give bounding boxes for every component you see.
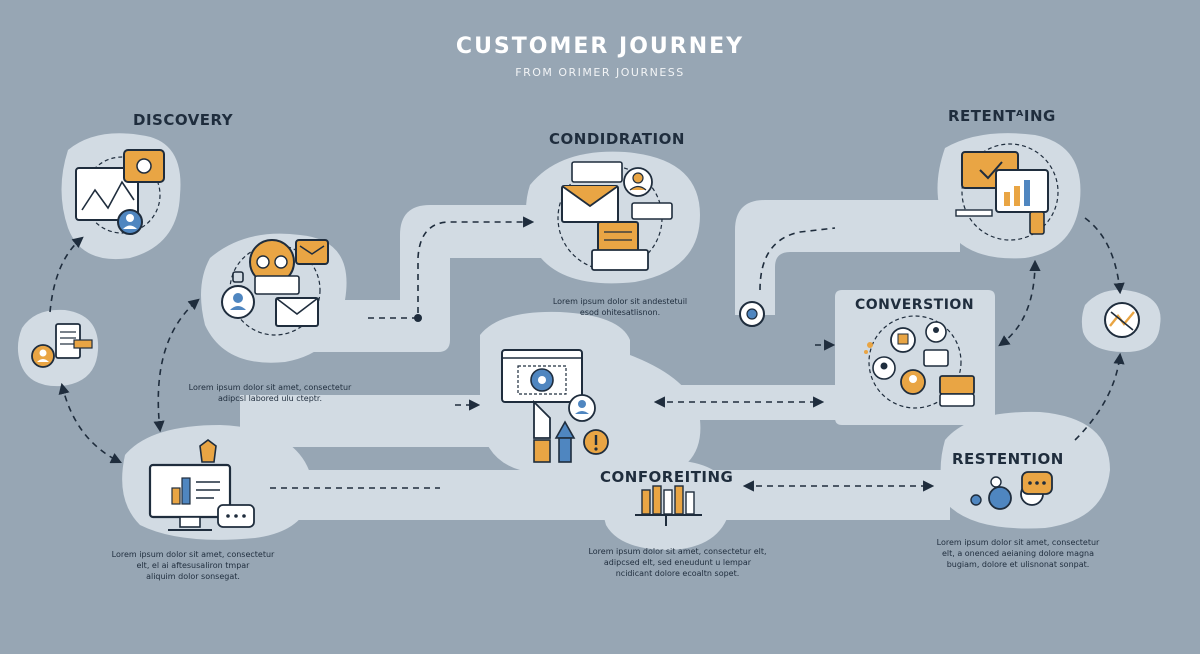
stage-label-comparing: CONFOREITING: [600, 468, 734, 486]
caption-line: Lorem ipsum dolor sit andestetuil: [552, 297, 688, 306]
caption-line: elt, a onenced aeianing dolore magna: [941, 549, 1095, 558]
flow-arrows: [49, 216, 1125, 492]
gear-icon: [739, 301, 765, 327]
caption-center-top: Lorem ipsum dolor sit andestetuil esod o…: [535, 296, 705, 318]
consideration-icon: [557, 161, 673, 271]
caption-bottom-right: Lorem ipsum dolor sit amet, consectetur …: [918, 537, 1118, 570]
caption-line: Lorem ipsum dolor sit amet, consectetur: [188, 383, 352, 392]
caption-line: elt, el ai aftesusaliron tmpar: [136, 561, 250, 570]
retention-blob: [940, 411, 1110, 529]
caption-bottom-left: Lorem ipsum dolor sit amet, consectetur …: [98, 549, 288, 582]
stage-label-discovery: DISCOVERY: [133, 111, 234, 129]
awareness-blob: [201, 233, 347, 363]
comparing-icon: [635, 485, 702, 526]
caption-line: adipcsed elt, sed eneudunt u lempar: [603, 558, 752, 567]
caption-line: Lorem ipsum dolor sit amet, consectetur: [936, 538, 1100, 547]
page-subtitle: FROM ORIMER JOURNESS: [515, 66, 685, 79]
arrow-retention-to-reward: [1074, 352, 1125, 441]
conversion-icon: [864, 315, 975, 409]
arrow-left-to-discovery: [49, 236, 84, 313]
bottom-left-icon: [148, 439, 255, 531]
caption-line: esod ohitesatlisnon.: [579, 308, 661, 317]
retention-icon: [970, 471, 1053, 510]
arrow-road-up: [759, 227, 836, 291]
arrow-awareness-to-consideration: [368, 216, 535, 319]
stage-label-retention: RESTENTION: [952, 450, 1064, 468]
awareness-icon: [221, 239, 329, 336]
stage-label-conversion: CONVERSTION: [855, 297, 975, 313]
caption-bottom-center: Lorem ipsum dolor sit amet, consectetur …: [570, 546, 785, 579]
stage-label-consideration: CONDIDRATION: [549, 130, 685, 148]
arrow-retention-top-to-reward: [1084, 217, 1125, 295]
decision-icon: [501, 349, 609, 463]
reward-icon: [1104, 302, 1140, 338]
arrow-left-to-bottom: [58, 382, 123, 464]
retention-top-icon: [955, 143, 1059, 241]
caption-line: adipcsl labored ulu cteptr.: [217, 394, 323, 403]
arrow-conversion-retention-top: [998, 259, 1041, 347]
caption-line: ncidicant dolore ecoaltn sopet.: [615, 569, 740, 578]
page-title: CUSTOMER JOURNEY: [455, 34, 745, 59]
left-node-icon: [31, 323, 93, 368]
stage-label-retention-top: RETENTᴬING: [948, 107, 1056, 125]
caption-line: Lorem ipsum dolor sit amet, consectetur …: [588, 547, 767, 556]
discovery-icon: [75, 149, 165, 235]
road-dot: [414, 314, 422, 322]
caption-line: bugiam, dolore et ulisnonat sonpat.: [946, 560, 1090, 569]
caption-line: aliquim dolor sonsegat.: [146, 572, 240, 581]
caption-left-mid: Lorem ipsum dolor sit amet, consectetur …: [175, 382, 365, 404]
caption-line: Lorem ipsum dolor sit amet, consectetur: [111, 550, 275, 559]
arrow-bottom-to-awareness: [153, 298, 200, 433]
